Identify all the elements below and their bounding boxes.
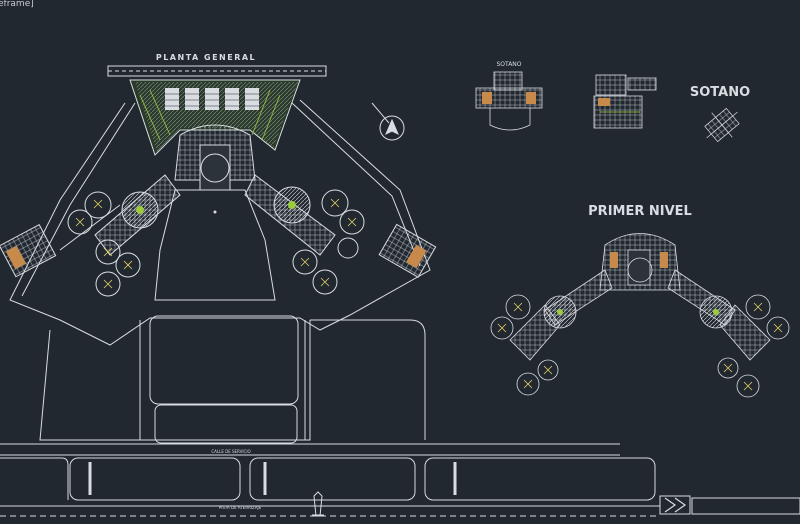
terminal-wing-right <box>244 174 365 295</box>
service-road-label: CALLE DE SERVICIO <box>211 449 250 454</box>
apron-stand-1 <box>149 315 299 405</box>
first-level-plan <box>490 233 790 398</box>
airplane-icon <box>306 491 330 517</box>
runway-label: PISTA DE ATERRIZAJE <box>219 505 262 510</box>
section-drawing <box>593 74 657 129</box>
basement-plan-icon <box>704 107 740 143</box>
side-building-left <box>0 224 57 278</box>
basement-title-small: SOTANO <box>496 61 521 68</box>
basement-plan-small <box>475 71 543 131</box>
north-arrow-icon <box>371 102 405 141</box>
site-plan <box>0 65 800 517</box>
basement-title-large: SOTANO <box>690 85 750 100</box>
plan-title: PLANTA GENERAL <box>156 53 256 62</box>
runway-segment-1 <box>69 457 241 501</box>
side-building-right <box>378 223 437 278</box>
viewport-controls-label[interactable]: eframe] <box>0 0 34 9</box>
runway-segment-3 <box>424 457 656 501</box>
first-level-title: PRIMER NIVEL <box>588 204 692 219</box>
runway-segment-2 <box>249 457 416 501</box>
central-plaza <box>154 189 276 301</box>
terminal-wing-left <box>59 174 181 297</box>
